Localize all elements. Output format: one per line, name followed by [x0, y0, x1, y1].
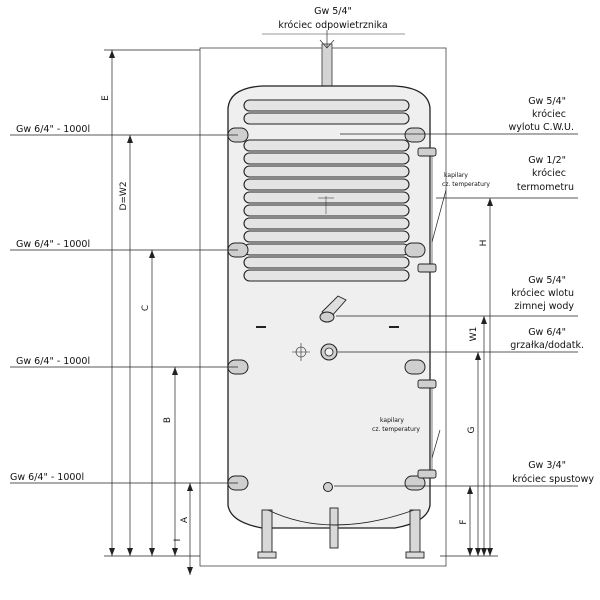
dim-e-label: E: [101, 95, 111, 101]
dim-b-label: B: [163, 417, 173, 423]
dim-g-label: G: [467, 426, 477, 433]
dim-h-label: H: [479, 240, 489, 247]
cold-name-label: zimnej wody: [514, 301, 574, 312]
cold-type-label: króciec wlotu: [511, 288, 574, 299]
thermo-size-label: Gw 1/2": [528, 155, 566, 166]
drain-name-label: króciec spustowy: [512, 474, 594, 485]
left-port-label-3: Gw 6/4" - 1000l: [16, 356, 90, 367]
thermo-type-label: króciec: [532, 168, 566, 179]
left-leaders: [10, 134, 238, 484]
heater-port: [292, 343, 338, 361]
cwu-size-label: Gw 5/4": [528, 96, 566, 107]
heater-name-label: grzałka/dodatk.: [510, 340, 584, 351]
thermo-name-label: termometru: [517, 182, 574, 193]
vent-name-label: króciec odpowietrznika: [278, 20, 387, 31]
upper-sensor-label-1: kapilary: [444, 172, 468, 179]
vent-size-label: Gw 5/4": [314, 6, 352, 17]
left-dimension-lines: [104, 49, 200, 575]
right-dimension-arrows: [467, 198, 493, 556]
cwu-type-label: króciec: [532, 109, 566, 120]
drain-port: [323, 482, 333, 492]
cold-size-label: Gw 5/4": [528, 275, 566, 286]
cold-water-pipe: [319, 295, 347, 323]
lower-sensor-label-1: kapilary: [380, 417, 404, 424]
sensor-sleeves: [417, 147, 437, 479]
dim-d-label: D=W2: [119, 181, 129, 210]
dim-f-label: F: [459, 519, 469, 524]
cwu-name-label: wylotu C.W.U.: [508, 122, 574, 133]
lower-sensor-label-2: cz. temperatury: [372, 426, 420, 433]
tank-legs: [257, 507, 425, 559]
right-leaders: [334, 133, 578, 487]
dim-i-label: I: [173, 539, 183, 542]
left-port-label-1: Gw 6/4" - 1000l: [16, 124, 90, 135]
left-dimension-arrows: [109, 50, 193, 575]
right-dimension-lines: [440, 198, 498, 557]
dim-w1-label: W1: [469, 327, 479, 342]
heating-coil: [243, 99, 410, 282]
drain-size-label: Gw 3/4": [528, 460, 566, 471]
dim-c-label: C: [141, 305, 151, 311]
dim-a-label: A: [180, 516, 190, 523]
heater-size-label: Gw 6/4": [528, 327, 566, 338]
upper-sensor-label-2: cz. temperatury: [442, 181, 490, 188]
left-port-label-2: Gw 6/4" - 1000l: [16, 239, 90, 250]
vent-pipe: [321, 43, 333, 93]
left-port-label-4: Gw 6/4" - 1000l: [10, 472, 84, 483]
